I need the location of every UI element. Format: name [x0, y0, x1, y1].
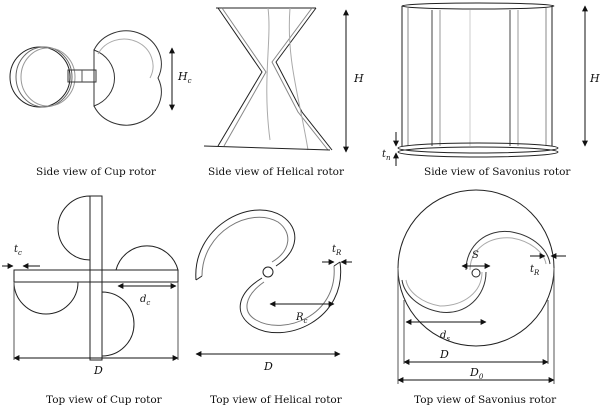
- savonius-diameter-label: D: [439, 348, 449, 361]
- cross-hub-vertical: [89, 195, 103, 361]
- cup-top: [57, 195, 91, 261]
- helical-blade-1: [217, 7, 263, 147]
- helical-side-caption: Side view of Helical rotor: [208, 166, 345, 178]
- savonius-thickness-label: tR: [530, 264, 540, 277]
- plate-thickness-label: tn: [382, 149, 391, 162]
- cup-top-caption: Top view of Cup rotor: [46, 394, 162, 406]
- helical-height-label: H: [353, 72, 364, 85]
- helical-blade-2: [275, 7, 333, 151]
- savonius-bucket-diameter-label: ds: [440, 330, 450, 343]
- savonius-shaft: [471, 268, 481, 278]
- cup-thickness-label: tc: [14, 244, 22, 257]
- cup-rotor-side-view: [9, 30, 175, 126]
- savonius-bottom-plate: [397, 142, 559, 154]
- savonius-rotor-top-view: [397, 189, 566, 384]
- savonius-endplate-diameter-label: D0: [469, 366, 484, 381]
- savonius-side-caption: Side view of Savonius rotor: [424, 166, 571, 178]
- cup-diameter-label: dc: [140, 294, 150, 307]
- helical-top-blade: [195, 209, 296, 281]
- helical-diameter-label: D: [263, 360, 273, 373]
- cup-side-caption: Side view of Cup rotor: [36, 166, 156, 178]
- left-cup-rim: [9, 46, 71, 108]
- helical-radius-label: Rc: [295, 312, 308, 325]
- savonius-height-label: H: [589, 72, 600, 85]
- helical-top-caption: Top view of Helical rotor: [210, 394, 342, 406]
- savonius-top-plate: [401, 2, 555, 10]
- helical-bottom-edge: [203, 145, 331, 151]
- cup-bottom: [101, 291, 135, 357]
- savonius-bucket-1: [465, 230, 551, 271]
- helical-bottom-blade: [239, 261, 342, 334]
- cup-height-label: Hc: [177, 70, 192, 85]
- cup-rotor-top-view: [2, 195, 179, 361]
- savonius-bucket-2: [401, 271, 487, 313]
- helical-hub: [262, 266, 274, 278]
- cup-overall-diameter-label: D: [93, 364, 103, 377]
- savonius-rotor-side-view: [393, 2, 588, 166]
- cup-right: [115, 245, 179, 271]
- cup-left: [13, 281, 79, 315]
- savonius-gap-label: S: [472, 250, 479, 261]
- helical-rotor-top-view: [195, 209, 352, 357]
- helical-rotor-side-view: [203, 7, 349, 153]
- savonius-top-caption: Top view of Savonius rotor: [414, 394, 557, 406]
- helical-thickness-label: tR: [332, 244, 342, 257]
- right-cup: [93, 49, 115, 107]
